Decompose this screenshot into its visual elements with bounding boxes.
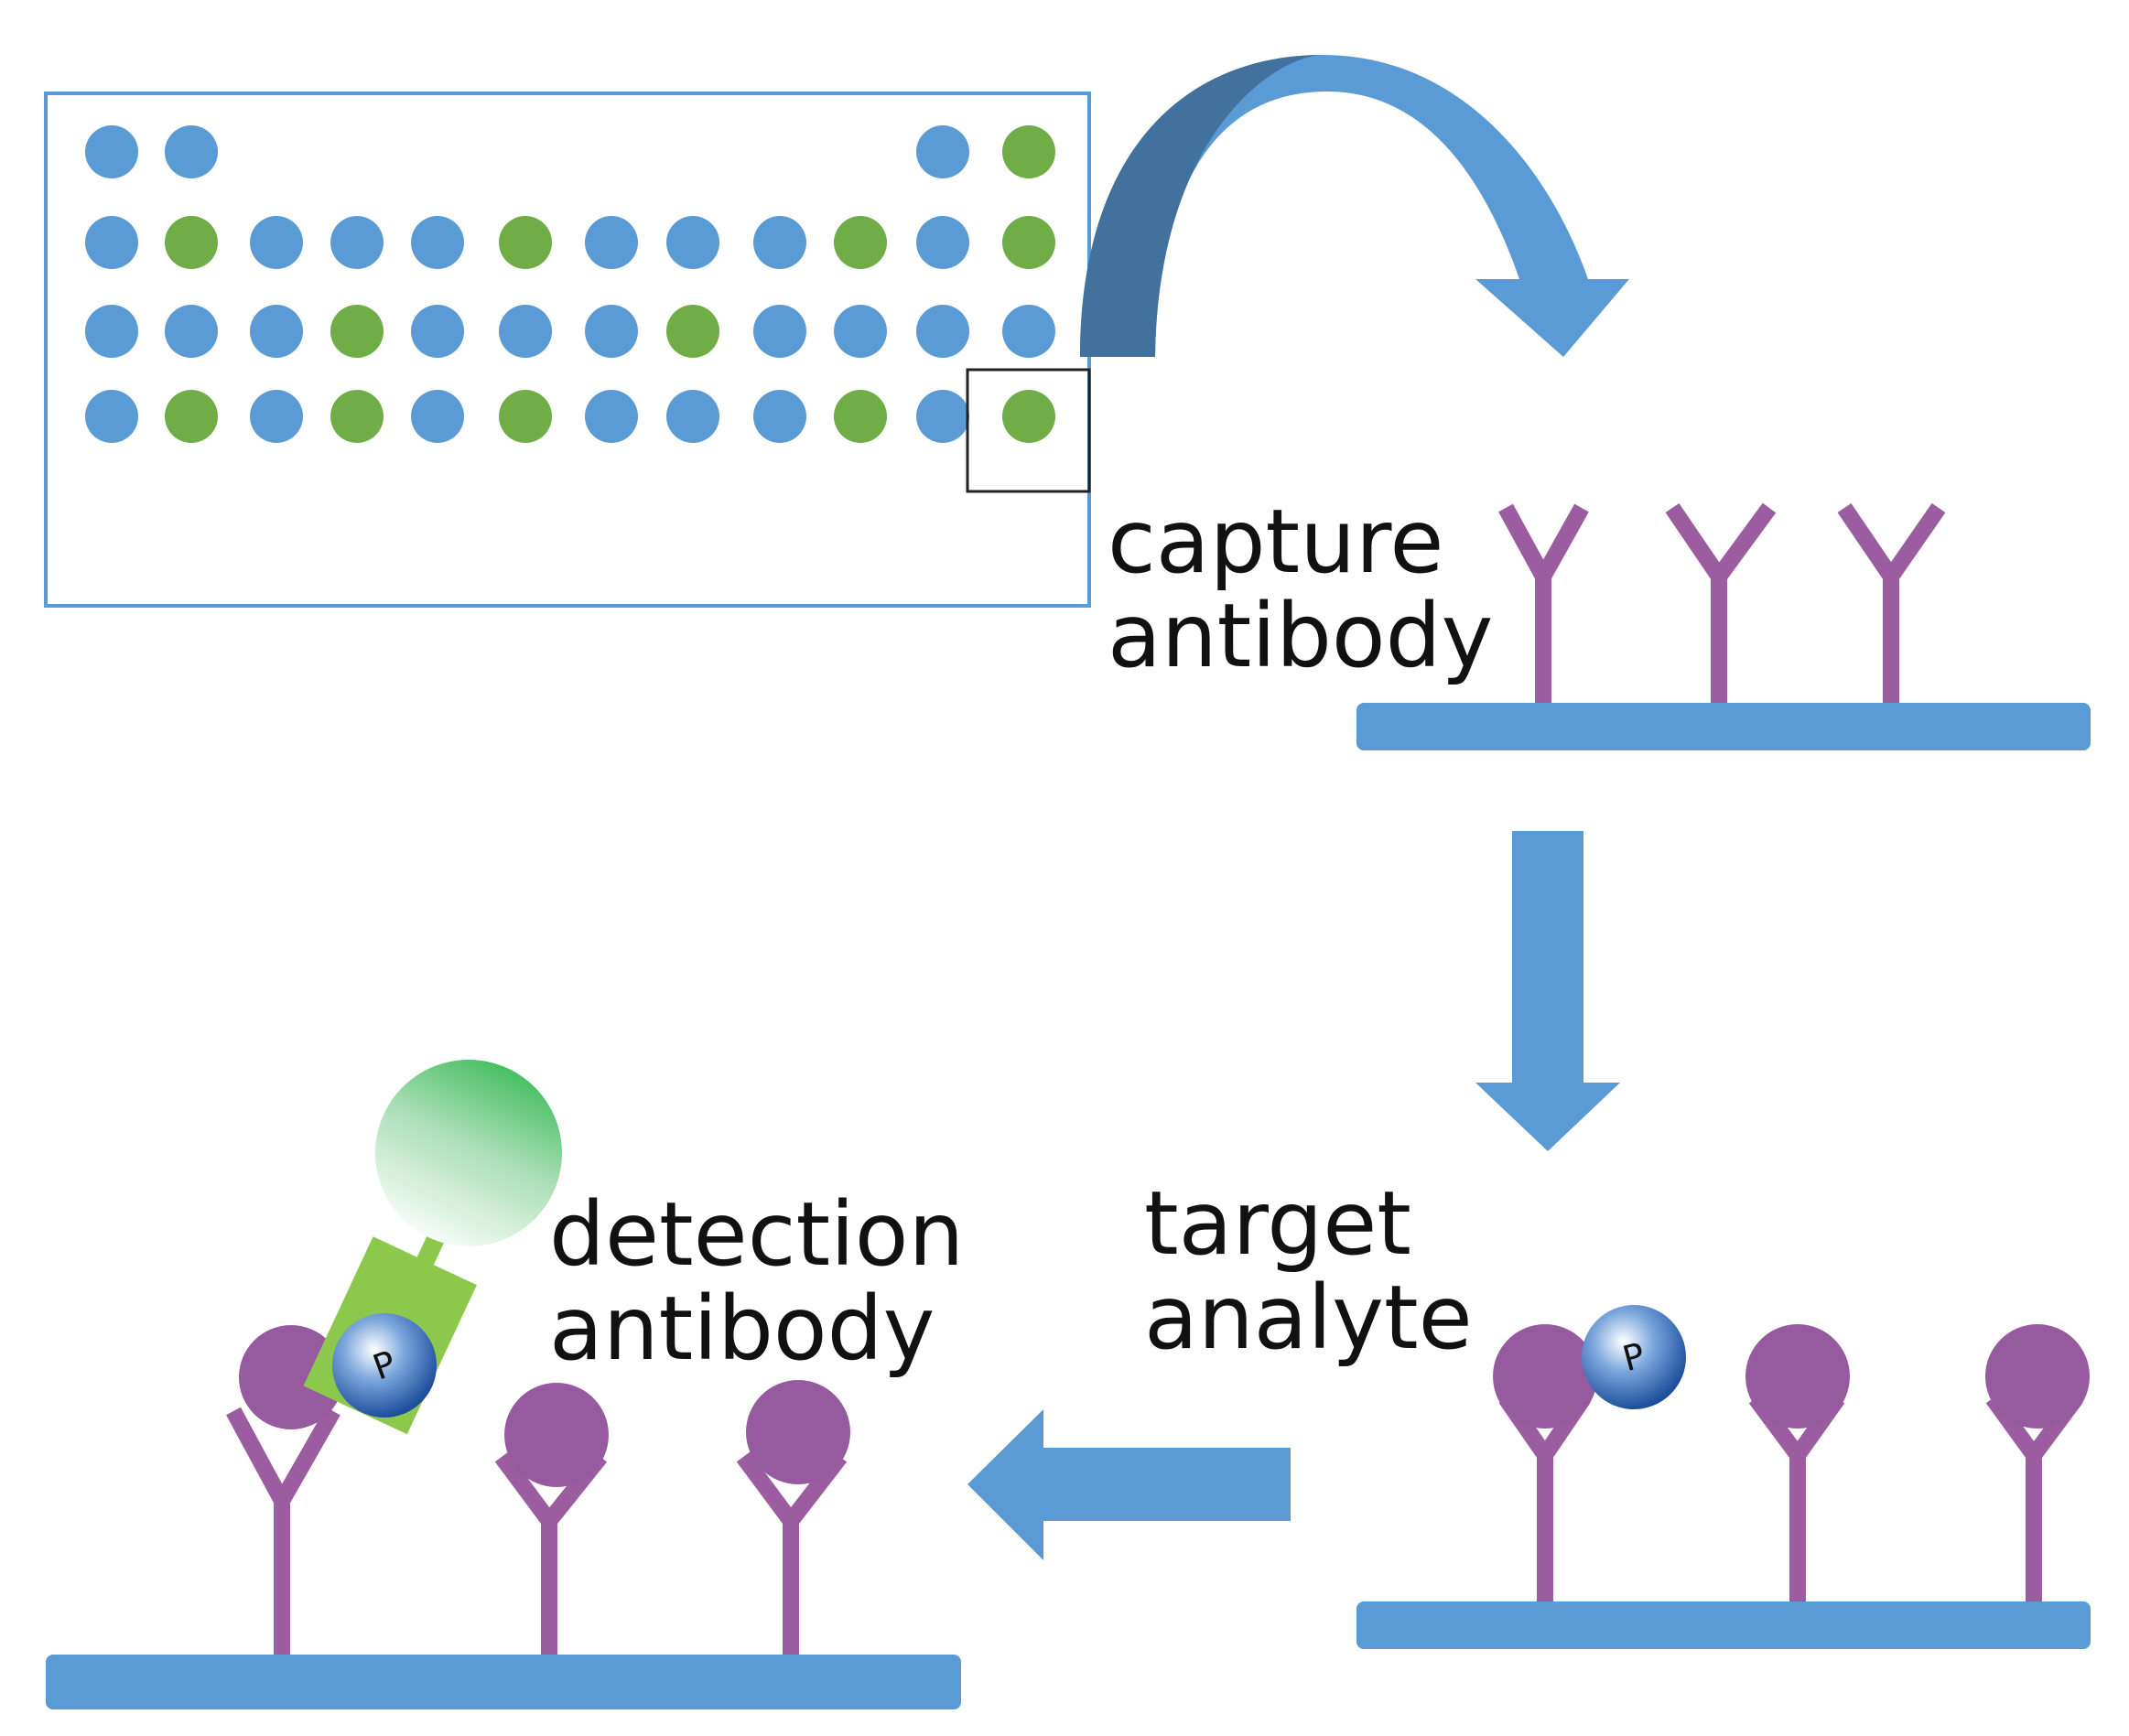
- array-spot-blue: [916, 125, 969, 178]
- array-spot-blue: [85, 216, 138, 269]
- target-analyte: [1985, 1324, 2090, 1429]
- array-spot-blue: [85, 305, 138, 358]
- array-spot-blue: [666, 216, 719, 269]
- capture-antibody-1: [1498, 503, 1589, 703]
- array-spot-green: [499, 390, 552, 443]
- array-spot-blue: [1002, 305, 1055, 358]
- array-spot-blue: [753, 305, 806, 358]
- array-spot-blue: [85, 390, 138, 443]
- array-spot-green: [165, 216, 218, 269]
- array-spot-blue: [411, 216, 464, 269]
- array-spot-green: [330, 390, 384, 443]
- target-analyte-label-line1: target: [1144, 1172, 1411, 1275]
- array-spot-blue: [916, 390, 969, 443]
- array-spot-blue: [753, 390, 806, 443]
- array-spot-blue: [250, 305, 303, 358]
- captured-analyte: [746, 1380, 850, 1484]
- array-spot-blue: [499, 305, 552, 358]
- array-spot-green: [1002, 216, 1055, 269]
- array-spot-blue: [165, 125, 218, 178]
- capture-antibody-label-line1: capture: [1108, 491, 1443, 593]
- down-arrow: [1475, 831, 1620, 1151]
- detection-antibody-3: [736, 1380, 850, 1655]
- curved-arrow: [1080, 55, 1629, 357]
- array-spot-blue: [165, 305, 218, 358]
- capture-antibody-3: [1837, 502, 1946, 703]
- target-surface: [1356, 1601, 2091, 1649]
- array-spot-blue: [834, 305, 887, 358]
- array-spot-green: [1002, 125, 1055, 178]
- detection-antibody-label-line2: antibody: [549, 1278, 935, 1380]
- highlighted-spot-box: [966, 368, 1091, 493]
- array-spots: [85, 125, 1055, 443]
- detection-antibody-label-line1: detection: [549, 1183, 964, 1286]
- target-analyte-label-line2: analyte: [1144, 1267, 1473, 1369]
- array-spot-green: [834, 390, 887, 443]
- array-spot-blue: [753, 216, 806, 269]
- target-analyte: [1745, 1324, 1850, 1429]
- capture-antibody-label-line2: antibody: [1108, 585, 1493, 687]
- phospho-site: [332, 1313, 437, 1418]
- array-spot-green: [1002, 390, 1055, 443]
- array-spot-blue: [916, 216, 969, 269]
- antibody-array: [44, 92, 1091, 608]
- array-spot-green: [834, 216, 887, 269]
- array-spot-green: [330, 305, 384, 358]
- array-spot-green: [666, 305, 719, 358]
- capture-surface: [1356, 703, 2091, 750]
- array-spot-blue: [666, 390, 719, 443]
- target-analyte: [1493, 1324, 1597, 1429]
- detection-antibody-1: P: [226, 1060, 562, 1655]
- left-arrow: [967, 1409, 1291, 1560]
- capture-antibody-2: [1665, 502, 1777, 703]
- curved-arrow-inner-shade: [1080, 55, 1323, 357]
- array-spot-blue: [85, 125, 138, 178]
- captured-analyte: [504, 1383, 609, 1487]
- array-spot-blue: [330, 216, 384, 269]
- array-spot-blue: [585, 390, 638, 443]
- target-antibody-3: [1985, 1324, 2090, 1601]
- detection-surface: [46, 1655, 961, 1709]
- array-spot-blue: [585, 305, 638, 358]
- enzyme-label: [375, 1060, 562, 1246]
- array-spot-blue: [411, 305, 464, 358]
- array-spot-blue: [411, 390, 464, 443]
- detection-antibody-2: [494, 1383, 609, 1655]
- array-spot-blue: [585, 216, 638, 269]
- target-antibody-2: [1745, 1324, 1850, 1601]
- phospho-site: [1582, 1305, 1686, 1409]
- array-frame: [44, 92, 1091, 608]
- array-spot-green: [165, 390, 218, 443]
- target-antibody-1: P: [1493, 1305, 1686, 1601]
- array-spot-green: [499, 216, 552, 269]
- array-spot-blue: [916, 305, 969, 358]
- array-spot-blue: [250, 216, 303, 269]
- captured-analyte: [239, 1325, 343, 1429]
- array-spot-blue: [250, 390, 303, 443]
